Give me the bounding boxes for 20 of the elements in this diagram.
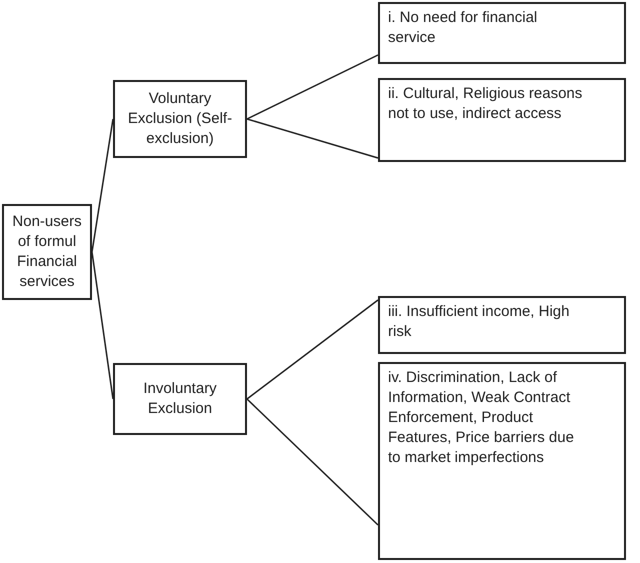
connector-line	[91, 252, 114, 400]
text-box	[113, 363, 247, 435]
text-box	[378, 362, 626, 560]
connector-line	[246, 299, 378, 400]
text-box	[378, 78, 626, 162]
node-text: Involuntary Exclusion	[142, 379, 218, 419]
connector-line	[246, 398, 379, 526]
node-text: ii. Cultural, Religious reasons not to use, indirect access	[388, 84, 584, 124]
connector-line	[91, 118, 114, 252]
node-text: iv. Discrimination, Lack of Information, Weak Contract Enforcement, Product Features, Price barriers due to market imperfections	[388, 368, 575, 468]
connector-line	[246, 118, 378, 159]
text-box	[378, 2, 626, 64]
node-text: i. No need for financial service	[388, 8, 538, 48]
text-box	[378, 296, 626, 354]
node-text: Voluntary Exclusion (Self-exclusion)	[126, 89, 234, 149]
node-text: iii. Insufficient income, High risk	[388, 302, 570, 342]
node-text: Non-users of formul Financial services	[11, 212, 83, 292]
connector-line	[246, 54, 378, 120]
text-box	[113, 80, 247, 158]
text-box	[2, 204, 92, 300]
